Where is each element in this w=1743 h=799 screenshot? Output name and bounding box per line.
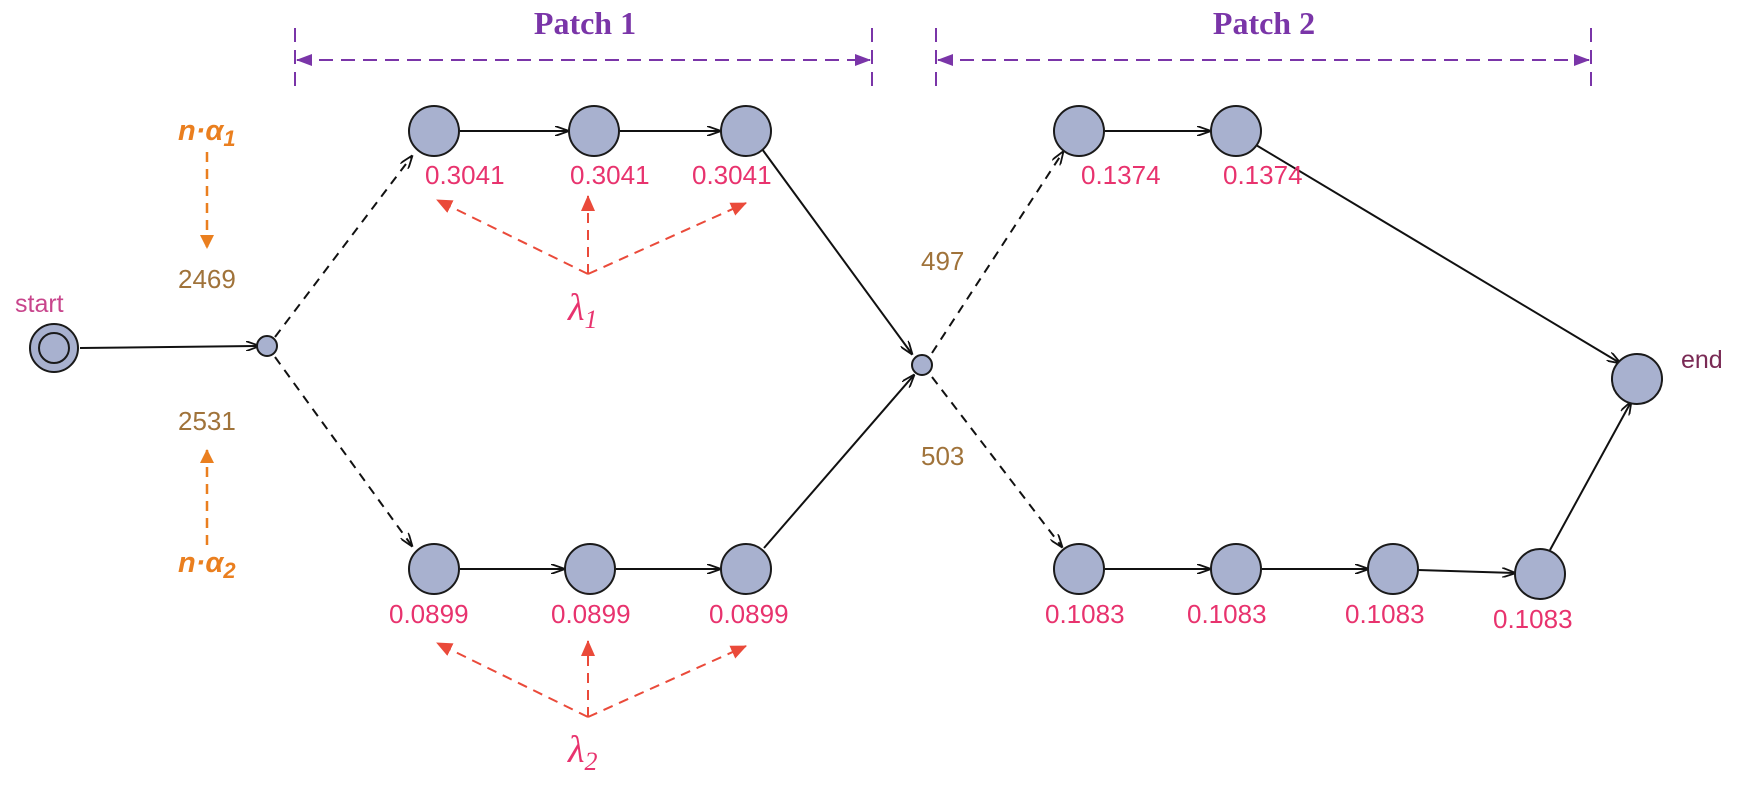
lambda2-subscript: 2: [584, 747, 597, 776]
split-node-1: [256, 335, 278, 357]
edge-p1t-3-split2: [761, 148, 912, 354]
count-split1-bottom: 2531: [178, 406, 236, 436]
edge-split1-patch1-top: [274, 156, 412, 338]
nodes: [29, 105, 1663, 600]
patch1-label: Patch 1: [534, 5, 636, 41]
alpha1-annotation: n·α1: [178, 115, 236, 249]
patch1-bracket: Patch 1: [294, 5, 873, 92]
count-split2-top: 497: [921, 246, 964, 276]
alpha2-annotation: n·α2: [178, 449, 236, 583]
alpha2-label: n·α2: [178, 547, 236, 583]
rate-p1t-3: 0.3041: [692, 160, 772, 190]
lambda1-annotation: λ1: [436, 195, 747, 334]
patch1-bottom-node-1: [408, 543, 460, 595]
rate-p1t-2: 0.3041: [570, 160, 650, 190]
rate-p2b-2: 0.1083: [1187, 599, 1267, 629]
edge-p2b-3-4: [1417, 570, 1515, 573]
edge-p1b-3-split2: [763, 375, 914, 549]
start-label: start: [15, 290, 64, 318]
rate-p1b-1: 0.0899: [389, 599, 469, 629]
alpha2-subscript: 2: [222, 558, 236, 583]
edge-split2-patch2-bottom: [931, 376, 1062, 547]
patch2-top-node-1: [1053, 105, 1105, 157]
patch2-bottom-node-1: [1053, 543, 1105, 595]
patch2-bottom-node-4: [1514, 548, 1566, 600]
rate-p2b-1: 0.1083: [1045, 599, 1125, 629]
patch2-label: Patch 2: [1213, 5, 1315, 41]
rate-p2t-1: 0.1374: [1081, 160, 1161, 190]
count-split2-bottom: 503: [921, 441, 964, 471]
patch2-bottom-node-2: [1210, 543, 1262, 595]
rate-p1b-3: 0.0899: [709, 599, 789, 629]
patch2-top-node-2: [1210, 105, 1262, 157]
count-split1-top: 2469: [178, 264, 236, 294]
edge-split2-patch2-top: [931, 152, 1063, 354]
start-node: [29, 323, 79, 373]
lambda1-label: λ1: [567, 287, 597, 334]
rate-p2t-2: 0.1374: [1223, 160, 1303, 190]
patch1-top-node-1: [408, 105, 460, 157]
lambda1-subscript: 1: [584, 305, 597, 334]
alpha1-label: n·α1: [178, 115, 236, 151]
edge-start-split1: [79, 346, 259, 348]
patch2-bracket: Patch 2: [935, 5, 1592, 92]
split-node-2: [911, 354, 933, 376]
rate-p2b-3: 0.1083: [1345, 599, 1425, 629]
rate-p1b-2: 0.0899: [551, 599, 631, 629]
edge-p2b-4-end: [1549, 402, 1631, 551]
rate-p1t-1: 0.3041: [425, 160, 505, 190]
rate-p2b-4: 0.1083: [1493, 604, 1573, 634]
end-label: end: [1681, 346, 1723, 374]
patch2-bottom-node-3: [1367, 543, 1419, 595]
lambda2-annotation: λ2: [436, 640, 747, 776]
end-node: [1611, 353, 1663, 405]
patch1-bottom-node-3: [720, 543, 772, 595]
edges: [79, 131, 1631, 573]
alpha1-subscript: 1: [223, 126, 235, 151]
edge-p2t-2-end: [1255, 144, 1620, 363]
lambda2-label: λ2: [567, 729, 597, 776]
patch1-top-node-2: [568, 105, 620, 157]
patch1-bottom-node-2: [564, 543, 616, 595]
patch1-top-node-3: [720, 105, 772, 157]
edge-split1-patch1-bottom: [274, 356, 412, 546]
